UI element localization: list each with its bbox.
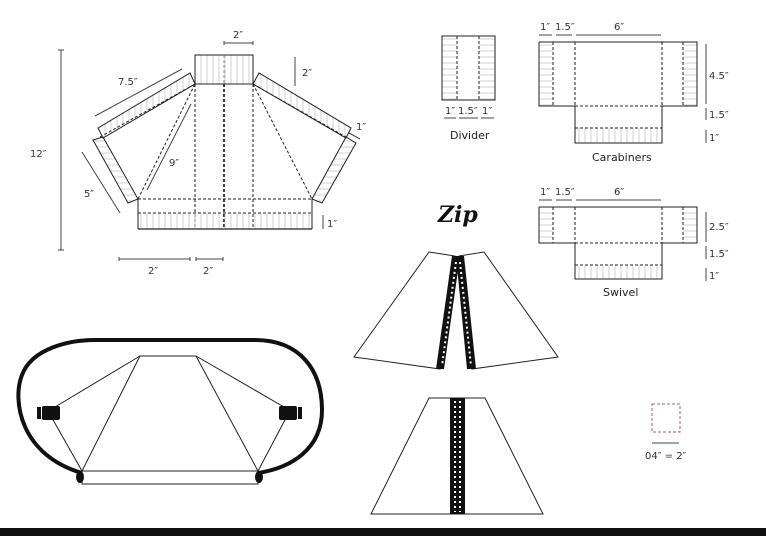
bottom-dim-right: 2″ [203, 266, 213, 277]
carabiners-top-dim-3: 6″ [614, 22, 624, 33]
carabiners-top-dim-2: 1.5″ [555, 22, 575, 33]
bottom-dim-left: 2″ [148, 266, 158, 277]
divider-dim-1: 1″ [445, 106, 455, 117]
swivel-top-dim-2: 1.5″ [555, 187, 575, 198]
divider-caption: Divider [450, 129, 490, 142]
divider-dim-2: 1.5″ [458, 106, 478, 117]
swivel-top-dim-3: 6″ [614, 187, 624, 198]
bag-assembly-diagram [16, 338, 325, 485]
diagonal-label: 9″ [169, 158, 179, 169]
scale-label: 04″ = 2″ [645, 451, 687, 462]
bottom-band-label: 1″ [327, 219, 337, 230]
side-length-label: 7.5″ [118, 77, 138, 88]
swivel-side-dim-1: 2.5″ [709, 222, 729, 233]
top-height-label: 2″ [302, 68, 312, 79]
carabiners-side-dim-3: 1″ [709, 133, 719, 144]
zip-diagram: Zip [353, 202, 559, 515]
swivel-side-dim-2: 1.5″ [709, 249, 729, 260]
top-width-label: 2″ [233, 30, 243, 41]
carabiners-side-dim-2: 1.5″ [709, 110, 729, 121]
carabiners-side-dim-1: 4.5″ [709, 71, 729, 82]
height-label: 12″ [30, 149, 47, 160]
divider-dim-3: 1″ [482, 106, 492, 117]
zip-title: Zip [437, 202, 478, 228]
bottom-border [0, 528, 766, 536]
main-pattern: 12″ 2″ 2″ 7.5″ 5″ 9″ 1″ [30, 30, 366, 277]
divider-pattern: 1″ 1.5″ 1″ Divider [441, 35, 496, 142]
carabiners-pattern: 1″ 1.5″ 6″ 4.5″ 1.5″ 1″ Carabiners [538, 22, 729, 164]
swivel-caption: Swivel [603, 286, 638, 299]
short-side-label: 5″ [84, 189, 94, 200]
buckle-left-icon [37, 406, 60, 420]
buckle-right-icon [279, 406, 302, 420]
swivel-side-dim-3: 1″ [709, 271, 719, 282]
carabiners-top-dim-1: 1″ [540, 22, 550, 33]
scale-legend: 04″ = 2″ [645, 403, 687, 462]
swivel-top-dim-1: 1″ [540, 187, 550, 198]
swivel-pattern: 1″ 1.5″ 6″ 2.5″ 1.5″ 1″ Swivel [538, 187, 729, 299]
carabiners-caption: Carabiners [592, 151, 652, 164]
flap-label: 1″ [356, 122, 366, 133]
